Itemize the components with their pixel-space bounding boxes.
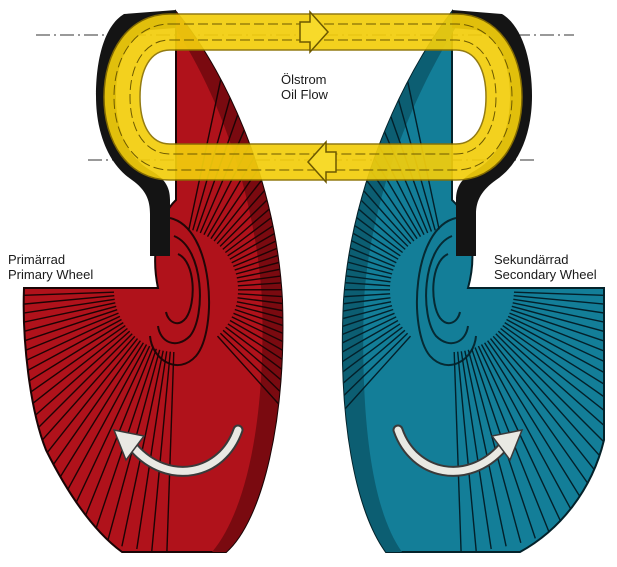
primary-wheel-label-de: Primärrad bbox=[8, 252, 93, 267]
primary-wheel-label: Primärrad Primary Wheel bbox=[8, 252, 93, 282]
oil-flow-label-de: Ölstrom bbox=[281, 72, 328, 87]
primary-wheel-label-en: Primary Wheel bbox=[8, 267, 93, 282]
oil-flow-label-en: Oil Flow bbox=[281, 87, 328, 102]
primary-wheel-body bbox=[24, 12, 283, 552]
secondary-wheel-label-en: Secondary Wheel bbox=[494, 267, 597, 282]
secondary-wheel-label-de: Sekundärrad bbox=[494, 252, 597, 267]
secondary-wheel-label: Sekundärrad Secondary Wheel bbox=[494, 252, 597, 282]
oil-flow-label: Ölstrom Oil Flow bbox=[281, 72, 328, 102]
